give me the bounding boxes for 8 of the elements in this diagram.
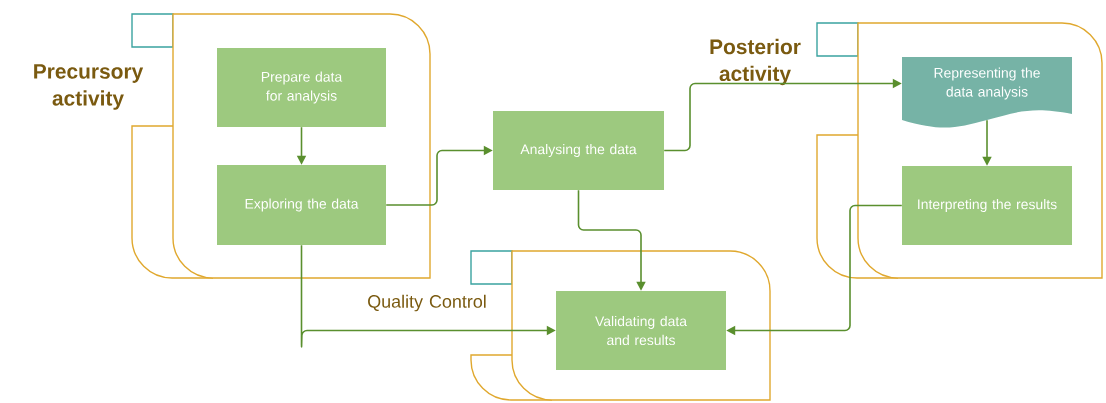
process-box: Exploring the data [217,165,386,245]
node-label: Precursory activity [34,64,144,110]
node-label: Posterior activity [710,38,801,86]
node-label: Quality Control [368,294,486,312]
process-box: Analysing the data [493,111,664,190]
process-box: Validating data and results [556,291,726,370]
process-box: Interpreting the results [902,166,1072,245]
process-box: Prepare data for analysis [217,48,386,127]
